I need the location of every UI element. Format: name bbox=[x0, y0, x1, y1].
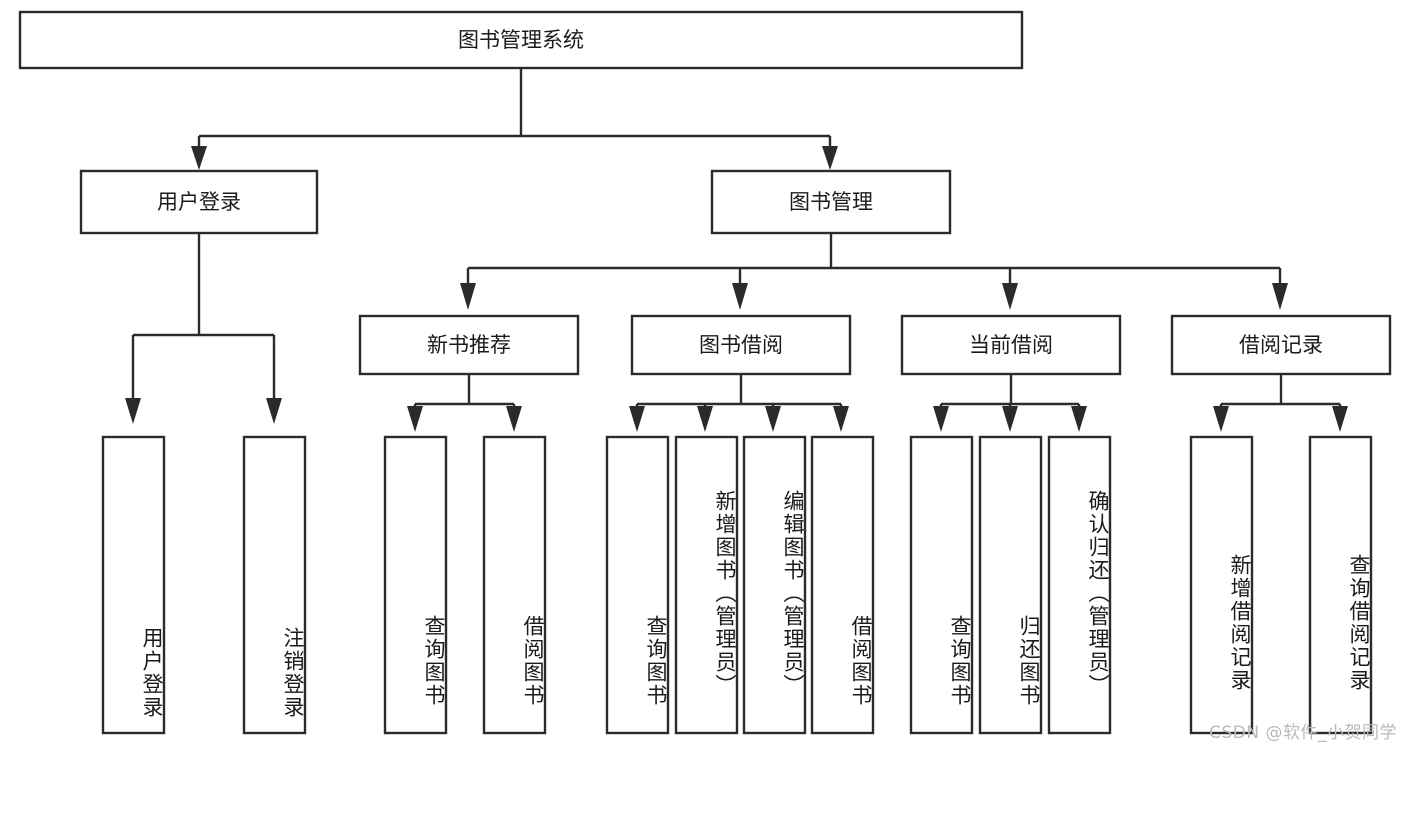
node-user-login-label: 用户登录 bbox=[157, 190, 241, 214]
node-leaf-return-book-box[interactable] bbox=[978, 435, 1043, 735]
arrow-leaf-query-book-1 bbox=[407, 406, 423, 432]
arrow-borrow-record bbox=[1272, 283, 1288, 310]
diagram-canvas: 图书管理系统 用户登录 图书管理 新书推荐 bbox=[18, 10, 1392, 735]
node-leaf-add-record-box[interactable] bbox=[1189, 435, 1254, 735]
node-leaf-query-record-box[interactable] bbox=[1308, 435, 1373, 735]
node-book-manage-box[interactable] bbox=[710, 169, 952, 235]
arrow-level2-user-login bbox=[191, 146, 207, 170]
arrow-leaf-user-logout bbox=[266, 398, 282, 424]
arrow-new-book-recommend bbox=[460, 283, 476, 310]
arrow-leaf-return-book bbox=[1002, 406, 1018, 432]
node-book-borrow-label: 图书借阅 bbox=[699, 333, 783, 357]
node-book-manage-label: 图书管理 bbox=[789, 190, 873, 214]
node-leaf-user-logout-box[interactable] bbox=[242, 435, 307, 735]
node-leaf-query-book-2-box[interactable] bbox=[605, 435, 670, 735]
org-chart-diagram: 图书管理系统 用户登录 图书管理 新书推荐 bbox=[18, 10, 1397, 743]
node-leaf-user-login-box[interactable] bbox=[101, 435, 166, 735]
node-leaf-add-book-box[interactable] bbox=[674, 435, 739, 735]
arrow-leaf-edit-book bbox=[765, 406, 781, 432]
node-root-box[interactable] bbox=[18, 10, 1024, 70]
arrow-book-borrow bbox=[732, 283, 748, 310]
node-root-label: 图书管理系统 bbox=[458, 28, 584, 52]
node-leaf-confirm-return-box[interactable] bbox=[1047, 435, 1112, 735]
node-borrow-record-label: 借阅记录 bbox=[1239, 333, 1323, 357]
arrow-leaf-borrow-book-2 bbox=[833, 406, 849, 432]
node-current-borrow-box[interactable] bbox=[900, 314, 1122, 376]
node-book-borrow-box[interactable] bbox=[630, 314, 852, 376]
node-leaf-query-book-1-box[interactable] bbox=[383, 435, 448, 735]
arrow-leaf-query-record bbox=[1332, 406, 1348, 432]
node-leaf-borrow-book-1-box[interactable] bbox=[482, 435, 547, 735]
arrow-leaf-user-login bbox=[125, 398, 141, 424]
arrow-leaf-add-record bbox=[1213, 406, 1229, 432]
arrow-leaf-query-book-2 bbox=[629, 406, 645, 432]
node-borrow-record-box[interactable] bbox=[1170, 314, 1392, 376]
arrow-current-borrow bbox=[1002, 283, 1018, 310]
arrow-leaf-borrow-book-1 bbox=[506, 406, 522, 432]
arrow-level2-book-manage bbox=[822, 146, 838, 170]
arrow-leaf-add-book bbox=[697, 406, 713, 432]
node-leaf-borrow-book-2-box[interactable] bbox=[810, 435, 875, 735]
node-new-book-recommend-label: 新书推荐 bbox=[427, 333, 511, 357]
arrow-leaf-confirm-return bbox=[1071, 406, 1087, 432]
arrow-leaf-query-book-3 bbox=[933, 406, 949, 432]
node-leaf-edit-book-box[interactable] bbox=[742, 435, 807, 735]
node-current-borrow-label: 当前借阅 bbox=[969, 333, 1053, 357]
csdn-watermark: CSDN @软件_小贺同学 bbox=[1209, 723, 1397, 743]
node-leaf-query-book-3-box[interactable] bbox=[909, 435, 974, 735]
node-new-book-recommend-box[interactable] bbox=[358, 314, 580, 376]
